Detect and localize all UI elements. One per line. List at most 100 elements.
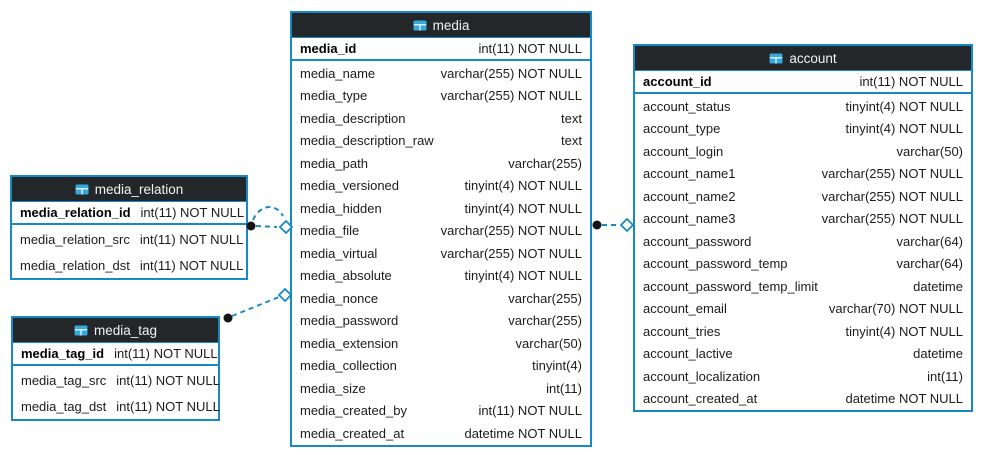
column-name: media_size [300, 380, 366, 396]
table-media-tag-header[interactable]: media_tag [13, 318, 218, 343]
column-row: media_type varchar(255) NOT NULL [292, 85, 590, 108]
column-name: account_password_temp_limit [643, 278, 818, 294]
column-type: tinyint(4) [532, 358, 582, 374]
column-row: media_absolute tinyint(4) NOT NULL [292, 265, 590, 288]
column-type: tinyint(4) NOT NULL [845, 98, 963, 114]
table-media-tag[interactable]: media_tag media_tag_id int(11) NOT NULL … [11, 316, 220, 421]
column-row: account_password_temp varchar(64) [635, 253, 971, 276]
column-name: account_lactive [643, 346, 733, 362]
column-type: varchar(70) NOT NULL [828, 301, 963, 317]
column-name: media_relation_dst [20, 257, 130, 273]
table-icon [74, 325, 88, 335]
column-row: media_relation_dst int(11) NOT NULL [12, 252, 246, 278]
column-type: int(11) NOT NULL [116, 398, 220, 414]
column-type: text [561, 133, 582, 149]
column-name: media_relation_id [20, 205, 131, 220]
column-row: media_hidden tinyint(4) NOT NULL [292, 197, 590, 220]
column-name: media_virtual [300, 245, 378, 261]
column-type: varchar(255) [508, 290, 582, 306]
column-type: datetime NOT NULL [464, 425, 582, 441]
table-media[interactable]: media media_id int(11) NOT NULL media_na… [290, 11, 592, 447]
column-type: int(11) NOT NULL [859, 74, 963, 89]
column-row: media_name varchar(255) NOT NULL [292, 62, 590, 85]
column-name: media_path [300, 155, 368, 171]
relationship-media-account[interactable] [592, 217, 635, 233]
column-name: media_created_by [300, 403, 407, 419]
column-row: account_lactive datetime [635, 343, 971, 366]
primary-key-row: media_id int(11) NOT NULL [292, 38, 590, 61]
column-type: int(11) [546, 380, 582, 396]
column-row: media_collection tinyint(4) [292, 355, 590, 378]
column-type: varchar(64) [896, 256, 963, 272]
column-name: account_created_at [643, 391, 758, 407]
column-name: account_password_temp [643, 256, 788, 272]
column-type: varchar(255) [508, 313, 582, 329]
table-title: media [432, 17, 470, 33]
column-name: media_tag_id [21, 346, 105, 361]
column-row: media_path varchar(255) [292, 152, 590, 175]
table-account[interactable]: account account_id int(11) NOT NULL acco… [633, 44, 973, 412]
column-row: media_created_by int(11) NOT NULL [292, 400, 590, 423]
column-name: account_tries [643, 323, 721, 339]
column-type: tinyint(4) NOT NULL [845, 121, 963, 137]
table-media-relation[interactable]: media_relation media_relation_id int(11)… [10, 175, 248, 280]
column-name: account_password [643, 233, 752, 249]
relationship-media_tag-media[interactable] [223, 287, 293, 323]
column-name: media_extension [300, 335, 399, 351]
column-type: varchar(255) NOT NULL [440, 245, 582, 261]
column-type: varchar(255) NOT NULL [440, 88, 582, 104]
column-type: varchar(64) [896, 233, 963, 249]
column-row: media_description_raw text [292, 130, 590, 153]
column-type: varchar(50) [515, 335, 582, 351]
column-row: media_size int(11) [292, 377, 590, 400]
column-row: media_virtual varchar(255) NOT NULL [292, 242, 590, 265]
column-name: media_hidden [300, 200, 382, 216]
column-type: tinyint(4) NOT NULL [464, 178, 582, 194]
table-media-header[interactable]: media [292, 13, 590, 38]
column-row: media_description text [292, 107, 590, 130]
relationship-media_relation-media[interactable] [246, 206, 294, 235]
column-row: media_created_at datetime NOT NULL [292, 422, 590, 445]
column-type: varchar(50) [896, 143, 963, 159]
table-icon [413, 20, 427, 30]
column-row: media_extension varchar(50) [292, 332, 590, 355]
column-name: account_name3 [643, 211, 736, 227]
primary-key-row: media_tag_id int(11) NOT NULL [13, 343, 218, 366]
column-type: int(11) NOT NULL [478, 403, 582, 419]
column-name: media_password [300, 313, 399, 329]
table-media-relation-header[interactable]: media_relation [12, 177, 246, 202]
column-row: account_tries tinyint(4) NOT NULL [635, 320, 971, 343]
column-name: media_absolute [300, 268, 392, 284]
column-name: account_name1 [643, 166, 736, 182]
column-row: media_versioned tinyint(4) NOT NULL [292, 175, 590, 198]
column-name: media_id [300, 41, 357, 56]
column-type: text [561, 110, 582, 126]
column-row: account_name3 varchar(255) NOT NULL [635, 208, 971, 231]
column-name: media_tag_dst [21, 398, 107, 414]
column-type: int(11) NOT NULL [478, 41, 582, 56]
table-account-header[interactable]: account [635, 46, 971, 71]
column-row: media_relation_src int(11) NOT NULL [12, 226, 246, 252]
column-row: account_name2 varchar(255) NOT NULL [635, 185, 971, 208]
column-name: media_name [300, 65, 376, 81]
column-type: datetime NOT NULL [845, 391, 963, 407]
column-type: datetime [913, 278, 963, 294]
column-row: account_status tinyint(4) NOT NULL [635, 95, 971, 118]
column-type: datetime [913, 346, 963, 362]
column-type: tinyint(4) NOT NULL [464, 200, 582, 216]
column-name: account_localization [643, 368, 761, 384]
column-name: media_relation_src [20, 231, 130, 247]
column-name: media_nonce [300, 290, 379, 306]
column-name: account_name2 [643, 188, 736, 204]
column-row: account_type tinyint(4) NOT NULL [635, 118, 971, 141]
column-row: account_login varchar(50) [635, 140, 971, 163]
column-row: media_tag_src int(11) NOT NULL [13, 367, 220, 393]
column-type: varchar(255) NOT NULL [440, 223, 582, 239]
column-row: media_nonce varchar(255) [292, 287, 590, 310]
column-type: tinyint(4) NOT NULL [845, 323, 963, 339]
primary-key-row: media_relation_id int(11) NOT NULL [12, 202, 246, 225]
column-type: varchar(255) NOT NULL [440, 65, 582, 81]
column-name: account_status [643, 98, 731, 114]
table-title: media_tag [93, 322, 158, 338]
